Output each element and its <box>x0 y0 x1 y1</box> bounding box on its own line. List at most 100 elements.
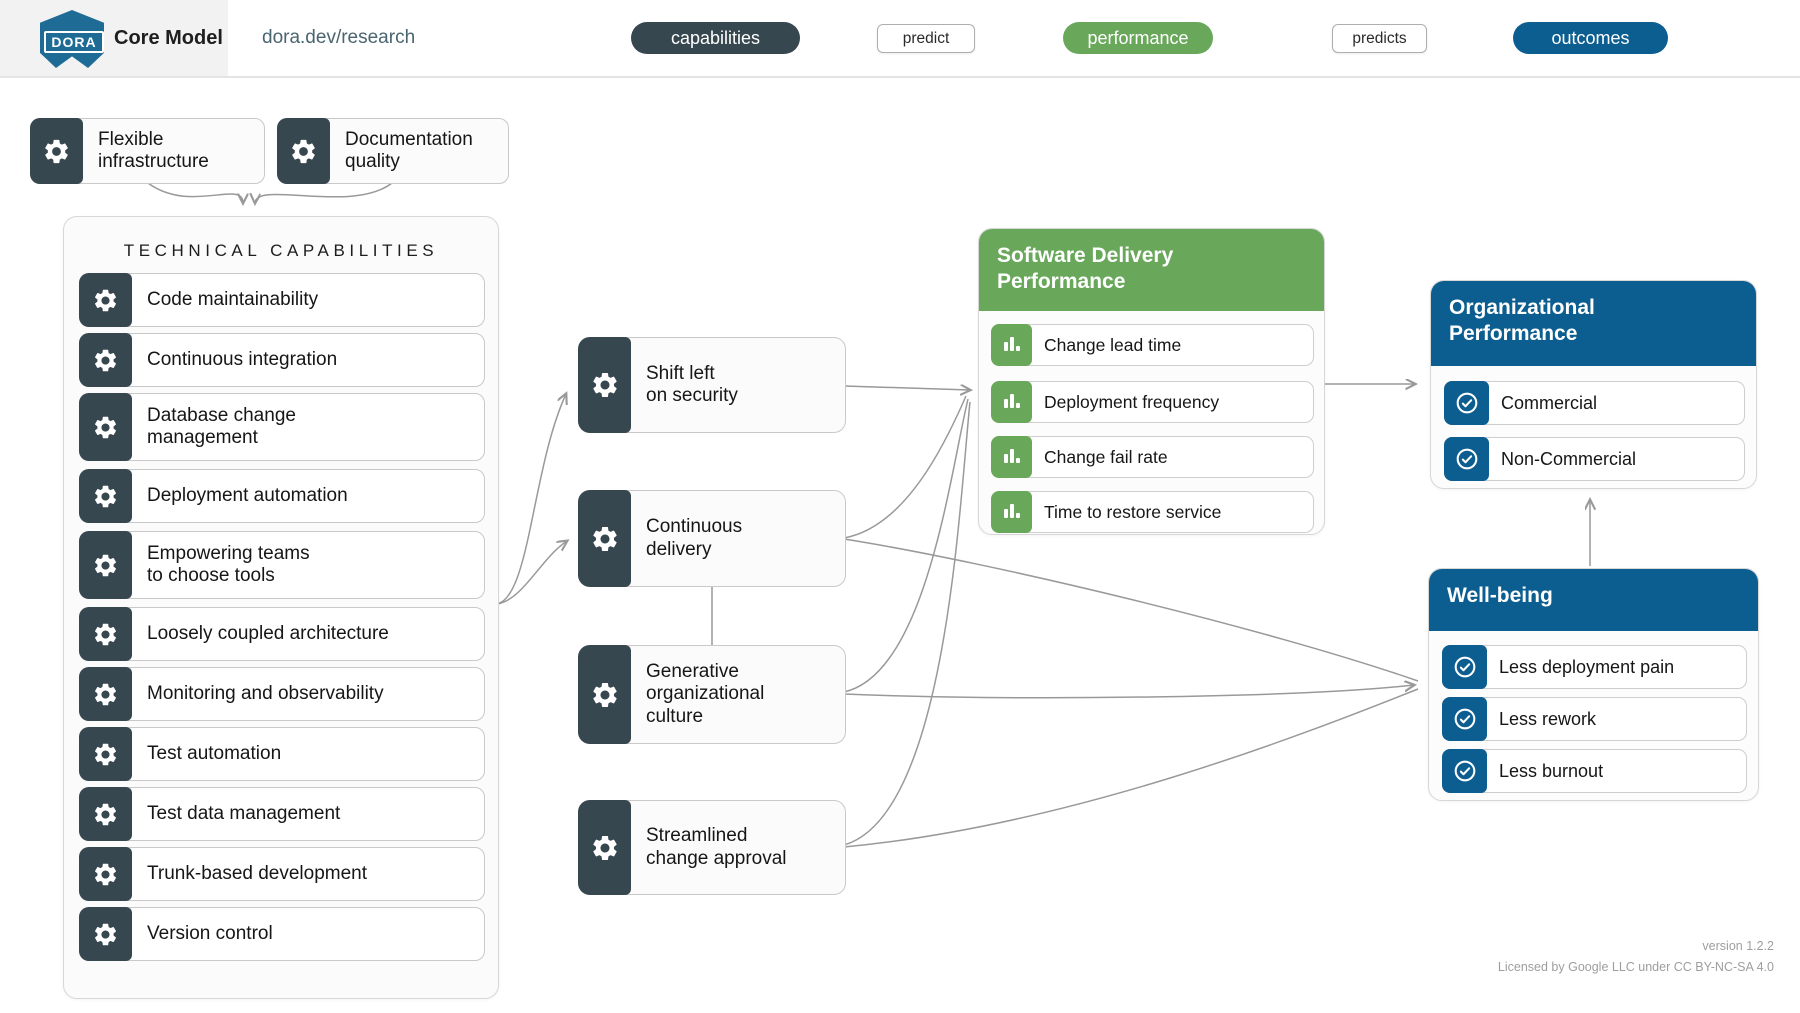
outcome-label: Commercial <box>1501 392 1598 413</box>
gear-icon <box>578 645 631 744</box>
line-generative-to-sdp <box>843 398 969 693</box>
gear-icon <box>79 393 132 461</box>
capability-item: Test automation <box>79 727 485 781</box>
bar-chart-icon <box>991 381 1032 423</box>
capability-label: Flexible infrastructure <box>98 128 209 172</box>
panel-title: Well-being <box>1429 569 1758 631</box>
software-delivery-performance-panel: Software Delivery Performance Change lea… <box>978 228 1325 535</box>
capability-label: Deployment automation <box>147 484 348 506</box>
capability-label: Generative organizational culture <box>646 660 765 727</box>
capability-label: Test automation <box>147 742 282 764</box>
arrow-flexible-to-tc <box>147 182 243 203</box>
capability-item: Loosely coupled architecture <box>79 607 485 661</box>
gear-icon <box>79 727 132 781</box>
research-url[interactable]: dora.dev/research <box>262 27 416 48</box>
capability-item: Version control <box>79 907 485 961</box>
capability-item: Deployment automation <box>79 469 485 523</box>
metric-label: Time to restore service <box>1044 501 1222 522</box>
capability-flexible-infrastructure: Flexible infrastructure <box>30 118 265 184</box>
outcome-item: Less burnout <box>1442 749 1747 793</box>
capability-streamlined-change-approval: Streamlined change approval <box>578 800 846 895</box>
outcome-label: Less deployment pain <box>1499 656 1675 677</box>
gear-icon <box>277 118 330 184</box>
metric-item: Change fail rate <box>991 436 1314 478</box>
arrow-generative-to-wellbeing <box>843 685 1414 699</box>
logo-area <box>0 0 228 76</box>
technical-capabilities-title: TECHNICAL CAPABILITIES <box>123 241 439 260</box>
gear-icon <box>79 847 132 901</box>
line-streamlined-to-sdp <box>843 401 971 846</box>
capability-label: Monitoring and observability <box>147 682 384 704</box>
organizational-performance-panel: Organizational Performance Commercial No… <box>1430 280 1757 489</box>
line-continuousdelivery-to-wellbeing <box>843 538 1419 682</box>
dora-logo-text: DORA <box>44 31 104 53</box>
outcome-item: Less deployment pain <box>1442 645 1747 689</box>
metric-item: Change lead time <box>991 324 1314 366</box>
capability-label: Code maintainability <box>147 288 319 310</box>
capability-label: Test data management <box>147 802 341 824</box>
panel-title: Software Delivery Performance <box>979 229 1324 311</box>
flow-pill-capabilities: capabilities <box>631 22 800 54</box>
bar-chart-icon <box>991 436 1032 478</box>
arrow-documentation-to-tc <box>255 182 393 203</box>
capability-item: Database change management <box>79 393 485 461</box>
check-circle-icon <box>1442 645 1487 689</box>
bar-chart-icon <box>991 324 1032 366</box>
license-label: Licensed by Google LLC under CC BY-NC-SA… <box>1497 959 1774 974</box>
flow-pill-outcomes: outcomes <box>1513 22 1668 54</box>
gear-icon <box>79 787 132 841</box>
flow-pill-performance: performance <box>1063 22 1213 54</box>
gear-icon <box>578 490 631 587</box>
capability-continuous-delivery: Continuous delivery <box>578 490 846 587</box>
capability-shift-left-on-security: Shift left on security <box>578 337 846 433</box>
gear-icon <box>79 607 132 661</box>
flow-connector-predicts: predicts <box>1332 24 1427 53</box>
capability-generative-organizational-culture: Generative organizational culture <box>578 645 846 744</box>
outcome-label: Non-Commercial <box>1501 448 1637 469</box>
gear-icon <box>79 531 132 599</box>
gear-icon <box>79 273 132 327</box>
capability-item: Continuous integration <box>79 333 485 387</box>
check-circle-icon <box>1442 749 1487 793</box>
check-circle-icon <box>1442 697 1487 741</box>
metric-label: Change fail rate <box>1044 446 1168 467</box>
footer-credits: version 1.2.2 Licensed by Google LLC und… <box>1498 936 1774 977</box>
top-bar: DORA Core Model dora.dev/research capabi… <box>0 0 1800 78</box>
capability-item: Trunk-based development <box>79 847 485 901</box>
capability-item: Test data management <box>79 787 485 841</box>
metric-item: Deployment frequency <box>991 381 1314 423</box>
arrow-tc-to-continuousdelivery <box>496 541 567 605</box>
capability-label: Database change management <box>147 404 296 448</box>
outcome-label: Less rework <box>1499 708 1597 729</box>
capability-label: Trunk-based development <box>147 862 368 884</box>
capability-label: Documentation quality <box>345 128 473 172</box>
outcome-item: Non-Commercial <box>1444 437 1745 481</box>
capability-label: Streamlined change approval <box>646 825 787 869</box>
line-streamlined-to-wellbeing <box>843 688 1419 848</box>
capability-label: Continuous delivery <box>646 516 743 560</box>
capability-label: Empowering teams to choose tools <box>147 542 310 586</box>
capability-label: Continuous integration <box>147 348 338 370</box>
check-circle-icon <box>1444 381 1489 425</box>
metric-item: Time to restore service <box>991 491 1314 533</box>
gear-icon <box>30 118 83 184</box>
capability-item: Empowering teams to choose tools <box>79 531 485 599</box>
outcome-item: Less rework <box>1442 697 1747 741</box>
well-being-panel: Well-being Less deployment pain Less rew… <box>1428 568 1759 801</box>
metric-label: Change lead time <box>1044 334 1182 355</box>
capability-label: Loosely coupled architecture <box>147 622 389 644</box>
capability-label: Shift left on security <box>646 362 738 406</box>
outcome-item: Commercial <box>1444 381 1745 425</box>
gear-icon <box>79 333 132 387</box>
gear-icon <box>79 907 132 961</box>
page-title: Core Model <box>114 26 223 49</box>
technical-capabilities-panel: TECHNICAL CAPABILITIES Code maintainabil… <box>63 216 499 999</box>
gear-icon <box>578 337 631 433</box>
gear-icon <box>79 667 132 721</box>
version-label: version 1.2.2 <box>1702 939 1774 953</box>
check-circle-icon <box>1444 437 1489 481</box>
arrow-shiftleft-to-sdp <box>843 386 970 390</box>
outcome-label: Less burnout <box>1499 760 1604 781</box>
